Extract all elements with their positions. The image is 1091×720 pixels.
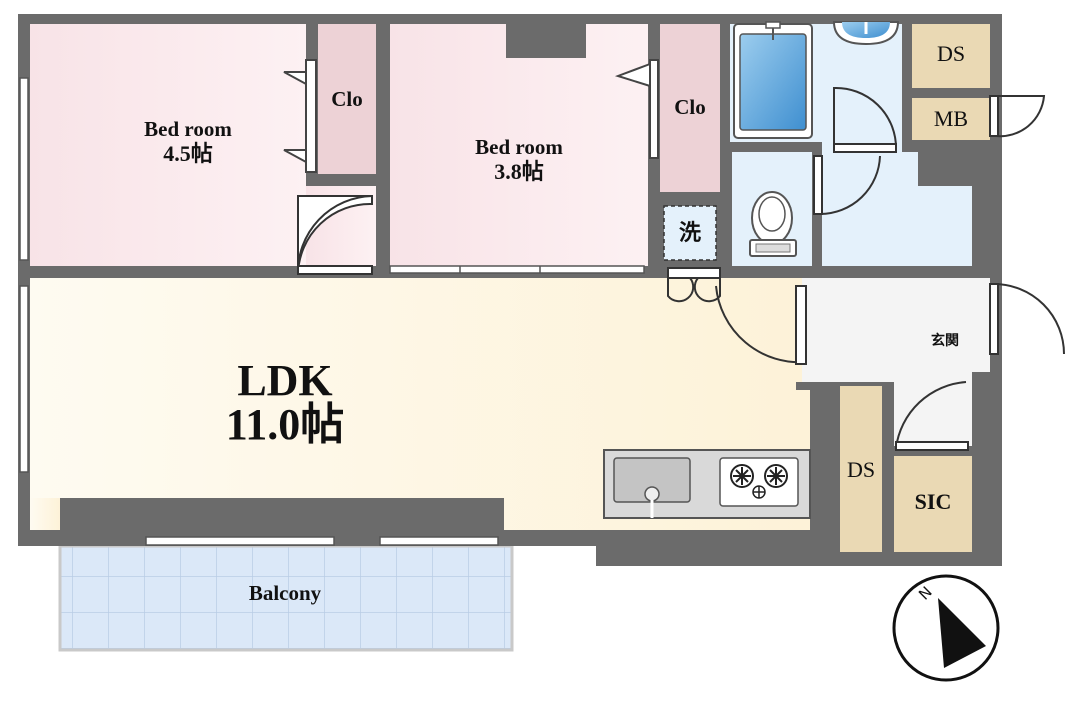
- entrance: [802, 278, 990, 446]
- closet-b-label: Clo: [674, 95, 706, 119]
- window-balcony: [145, 536, 499, 546]
- ldk-name: LDK: [237, 356, 333, 405]
- bedroom-a-size: 4.5帖: [163, 141, 213, 166]
- closet-a: [318, 24, 376, 174]
- ds-top: [912, 24, 990, 88]
- closet-b: [660, 24, 720, 192]
- bedroom-b-name: Bed room: [475, 135, 563, 159]
- bedroom-a: [30, 24, 306, 266]
- sliding-door-bedroom-b: [389, 265, 645, 274]
- ds-bottom: [840, 386, 882, 552]
- sic-label: SIC: [914, 489, 952, 514]
- closet-a-label: Clo: [331, 87, 363, 111]
- bedroom-b: [390, 24, 648, 266]
- balcony: [58, 544, 514, 652]
- mb-label: MB: [933, 106, 969, 131]
- entrance-label: 玄関: [931, 333, 959, 349]
- bedroom-a-name: Bed room: [144, 117, 232, 141]
- doors: [296, 86, 1065, 451]
- bedroom-b-size: 3.8帖: [494, 159, 544, 184]
- washer-spot: [663, 205, 717, 261]
- washer-label: 洗: [678, 221, 701, 246]
- ds-top-label: DS: [936, 41, 966, 66]
- ds-bottom-label: DS: [846, 457, 876, 482]
- window-left-ldk: [19, 285, 29, 473]
- window-left-bedroom: [19, 77, 29, 261]
- balcony-label: Balcony: [248, 581, 322, 605]
- mb: [912, 98, 990, 140]
- closet-doors: [283, 59, 659, 173]
- compass: [892, 574, 1000, 682]
- ldk-size: 11.0帖: [225, 400, 345, 449]
- sic: [894, 456, 972, 552]
